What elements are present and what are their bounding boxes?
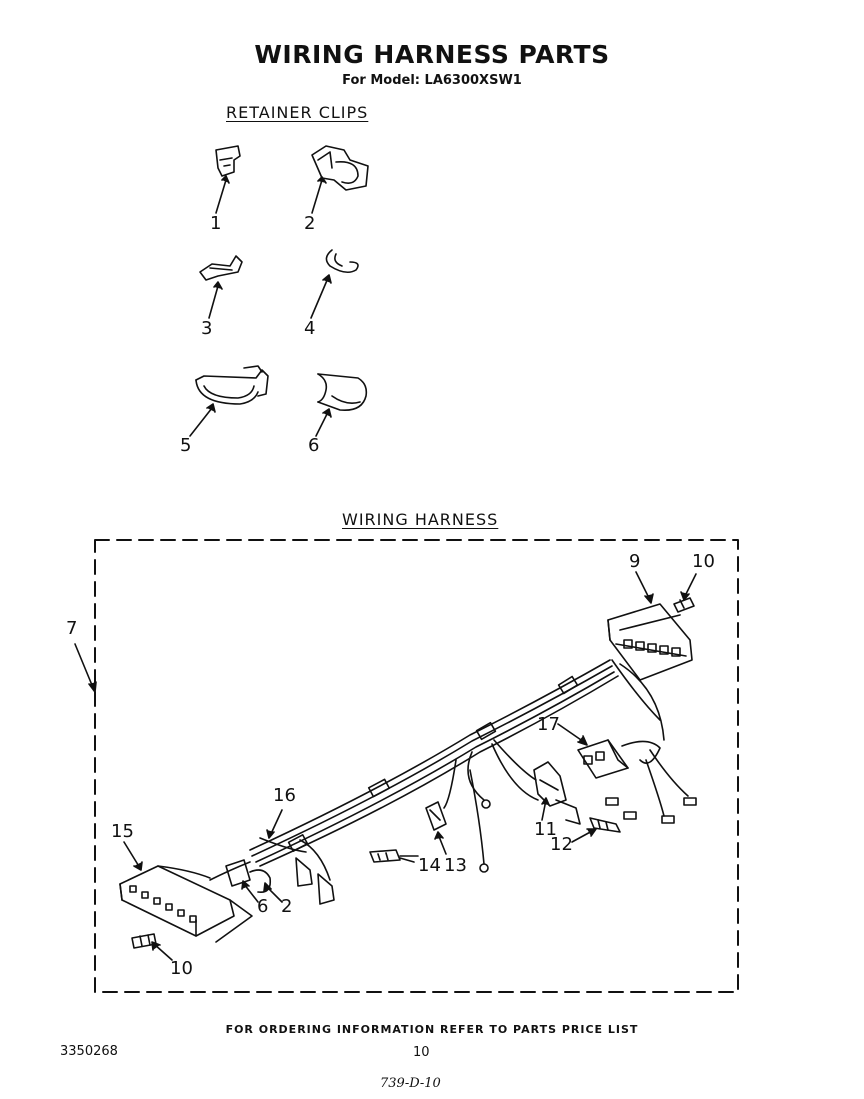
wiring-harness-heading: WIRING HARNESS bbox=[342, 510, 499, 529]
callout-15-arrow bbox=[123, 841, 141, 869]
connector-17-drawing bbox=[577, 739, 697, 824]
callout-17-arrow bbox=[557, 723, 585, 743]
clip-callout-3: 3 bbox=[201, 318, 213, 339]
harness-callout-17: 17 bbox=[537, 714, 560, 735]
handwritten-code: 739-D-10 bbox=[380, 1076, 441, 1091]
clip-callout-2: 2 bbox=[304, 213, 316, 234]
callout-9-arrow bbox=[635, 571, 651, 601]
clip-callout-1: 1 bbox=[210, 213, 222, 234]
harness-callout-13: 13 bbox=[444, 855, 467, 876]
harness-frame bbox=[94, 539, 739, 993]
fuse-13-drawing bbox=[425, 751, 491, 873]
harness-callout-6: 6 bbox=[257, 896, 269, 917]
page-title: WIRING HARNESS PARTS bbox=[254, 40, 610, 69]
retainer-clips-heading: RETAINER CLIPS bbox=[226, 103, 369, 122]
connector-11-drawing bbox=[491, 739, 581, 825]
connector-9-drawing bbox=[607, 603, 693, 741]
terminal-12-drawing bbox=[589, 817, 621, 833]
clip-callout-6: 6 bbox=[308, 435, 320, 456]
harness-clip-2-drawing bbox=[249, 869, 272, 894]
page-number: 10 bbox=[413, 1045, 430, 1060]
harness-callout-14: 14 bbox=[418, 855, 441, 876]
callout-7-arrow bbox=[74, 643, 95, 691]
harness-callout-2: 2 bbox=[281, 896, 293, 917]
harness-callout-12: 12 bbox=[550, 834, 573, 855]
harness-bundle bbox=[249, 659, 619, 867]
clip-6-drawing bbox=[315, 373, 368, 437]
wire-16-drawing bbox=[259, 837, 335, 905]
clip-1-drawing bbox=[215, 145, 241, 214]
document-number: 3350268 bbox=[60, 1044, 118, 1059]
harness-clip-6-drawing bbox=[209, 859, 251, 887]
harness-callout-16: 16 bbox=[273, 785, 296, 806]
model-subtitle: For Model: LA6300XSW1 bbox=[342, 73, 522, 88]
harness-callout-10-top: 10 bbox=[692, 551, 715, 572]
harness-callout-7: 7 bbox=[66, 618, 78, 639]
clip-callout-4: 4 bbox=[304, 318, 316, 339]
ordering-note: FOR ORDERING INFORMATION REFER TO PARTS … bbox=[225, 1023, 639, 1036]
clip-4-drawing bbox=[310, 249, 359, 319]
clip-callout-5: 5 bbox=[180, 435, 192, 456]
clip-2-drawing bbox=[311, 145, 369, 214]
harness-callout-15: 15 bbox=[111, 821, 134, 842]
terminal-14-drawing bbox=[369, 849, 419, 863]
callout-14-arrow bbox=[399, 857, 415, 863]
harness-callout-11: 11 bbox=[534, 819, 557, 840]
clip-5-drawing bbox=[189, 365, 269, 437]
connector-15-drawing bbox=[119, 865, 253, 943]
harness-callout-9: 9 bbox=[629, 551, 641, 572]
harness-callout-10-bottom: 10 bbox=[170, 958, 193, 979]
clip-3-drawing bbox=[199, 255, 243, 319]
